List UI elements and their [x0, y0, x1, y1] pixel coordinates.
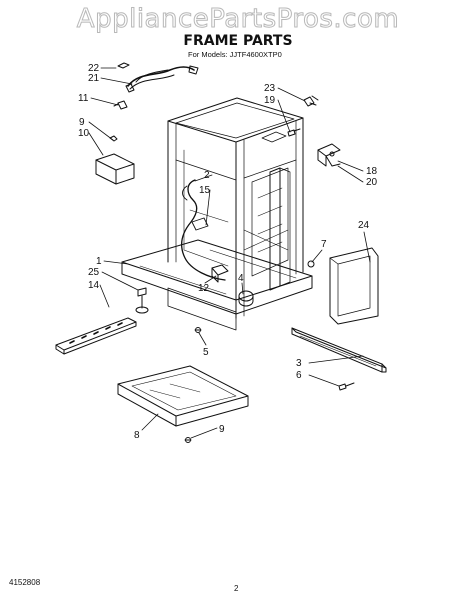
page-number: 2: [234, 584, 239, 593]
callout-9-top: 9: [79, 117, 85, 128]
screw-6-part: [338, 382, 355, 391]
callout-11: 11: [78, 93, 89, 104]
document-number: 4152808: [9, 578, 41, 587]
rail-3-part: [291, 327, 387, 373]
callout-21: 21: [88, 73, 100, 84]
screw-5-part: [194, 327, 202, 333]
callout-24: 24: [358, 220, 370, 231]
callout-10: 10: [78, 128, 90, 139]
callout-20: 20: [366, 177, 378, 188]
component-4-part: [238, 290, 254, 307]
screw-7-part: [307, 260, 315, 268]
screw-19-part: [287, 128, 301, 137]
power-cord-part: [117, 62, 199, 93]
clip-23-part: [303, 95, 319, 107]
wiring-harness-part: [180, 179, 226, 281]
callout-7: 7: [321, 239, 327, 250]
model-subtitle: For Models: JJTF4600XTP0: [188, 50, 282, 59]
callout-15: 15: [199, 185, 211, 196]
leader-lines: [88, 67, 371, 439]
callout-9-bottom: 9: [219, 424, 225, 435]
electrical-box-part: [95, 135, 135, 185]
panel-24-part: [329, 247, 379, 325]
callout-14: 14: [88, 280, 100, 291]
callout-12: 12: [198, 283, 210, 294]
component-12-part: [211, 264, 229, 283]
page-title: FRAME PARTS: [183, 33, 293, 49]
callout-3: 3: [296, 358, 302, 369]
screw-9-part: [184, 437, 192, 443]
callout-22: 22: [88, 63, 100, 74]
callout-23: 23: [264, 83, 276, 94]
callout-4: 4: [238, 273, 244, 284]
callout-25: 25: [88, 267, 100, 278]
rail-14-part: [55, 317, 137, 355]
plug-part: [113, 100, 128, 110]
callout-labels: 22 21 11 9 10 23 19 18 20 2 15 24 7 1 25…: [78, 63, 378, 441]
base-tray-8-part: [117, 365, 249, 427]
bracket-18-part: [317, 143, 341, 167]
callout-1: 1: [96, 256, 102, 267]
callout-18: 18: [366, 166, 378, 177]
cabinet-frame: [121, 97, 313, 331]
callout-19: 19: [264, 95, 276, 106]
watermark: AppliancePartsPros.com: [76, 4, 400, 35]
leveler-foot-part: [135, 287, 149, 314]
callout-2: 2: [204, 170, 210, 181]
callout-5: 5: [203, 347, 209, 358]
callout-8: 8: [134, 430, 140, 441]
callout-6: 6: [296, 370, 302, 381]
